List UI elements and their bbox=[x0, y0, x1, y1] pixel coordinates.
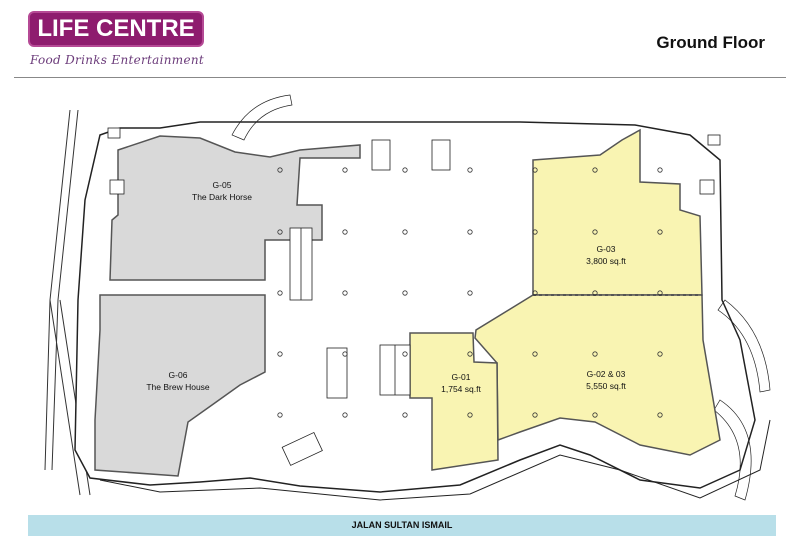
column-marker bbox=[402, 351, 408, 357]
curved-stairs bbox=[231, 94, 771, 501]
column-marker bbox=[532, 351, 538, 357]
header-divider bbox=[14, 77, 786, 78]
column-marker bbox=[657, 351, 663, 357]
column-marker bbox=[402, 167, 408, 173]
column-marker bbox=[342, 351, 348, 357]
column-marker bbox=[342, 412, 348, 418]
boundary-lines bbox=[44, 109, 91, 496]
unit-g05-id: G-05 bbox=[213, 180, 232, 190]
unit-g05[interactable] bbox=[109, 135, 361, 281]
columns bbox=[277, 167, 663, 418]
column-marker bbox=[657, 229, 663, 235]
column-marker bbox=[592, 229, 598, 235]
column-marker bbox=[402, 412, 408, 418]
column-marker bbox=[592, 290, 598, 296]
unit-g01[interactable] bbox=[409, 332, 499, 471]
column-marker bbox=[277, 229, 283, 235]
unit-g03-id: G-03 bbox=[597, 244, 616, 254]
unit-g01-id: G-01 bbox=[452, 372, 471, 382]
column-marker bbox=[402, 290, 408, 296]
unit-g01-area: 1,754 sq.ft bbox=[441, 384, 481, 394]
column-marker bbox=[277, 412, 283, 418]
column-marker bbox=[402, 229, 408, 235]
logo: LIFE CENTRE bbox=[28, 11, 204, 47]
column-marker bbox=[592, 351, 598, 357]
unit-g02-03[interactable] bbox=[474, 294, 721, 456]
tagline: Food Drinks Entertainment bbox=[30, 53, 205, 67]
outer-walkway bbox=[99, 419, 771, 501]
column-marker bbox=[657, 290, 663, 296]
unit-g06[interactable] bbox=[94, 294, 266, 477]
road-label: JALAN SULTAN ISMAIL bbox=[28, 515, 776, 536]
unit-g02-03-id: G-02 & 03 bbox=[587, 369, 626, 379]
unit-g06-id: G-06 bbox=[169, 370, 188, 380]
column-marker bbox=[467, 351, 473, 357]
column-marker bbox=[467, 290, 473, 296]
unit-g05-name: The Dark Horse bbox=[192, 192, 252, 202]
column-marker bbox=[657, 412, 663, 418]
column-marker bbox=[277, 290, 283, 296]
unit-g03-area: 3,800 sq.ft bbox=[586, 256, 626, 266]
column-marker bbox=[532, 290, 538, 296]
column-marker bbox=[657, 167, 663, 173]
column-marker bbox=[592, 412, 598, 418]
column-marker bbox=[277, 167, 283, 173]
unit-g06-name: The Brew House bbox=[146, 382, 210, 392]
column-marker bbox=[342, 290, 348, 296]
column-marker bbox=[467, 229, 473, 235]
column-marker bbox=[467, 412, 473, 418]
unit-g02-03-area: 5,550 sq.ft bbox=[586, 381, 626, 391]
column-marker bbox=[342, 229, 348, 235]
column-marker bbox=[342, 167, 348, 173]
escalators bbox=[107, 127, 721, 466]
column-marker bbox=[467, 167, 473, 173]
floor-title: Ground Floor bbox=[656, 33, 765, 52]
column-marker bbox=[532, 412, 538, 418]
column-marker bbox=[277, 351, 283, 357]
column-marker bbox=[592, 167, 598, 173]
column-marker bbox=[532, 167, 538, 173]
column-marker bbox=[532, 229, 538, 235]
